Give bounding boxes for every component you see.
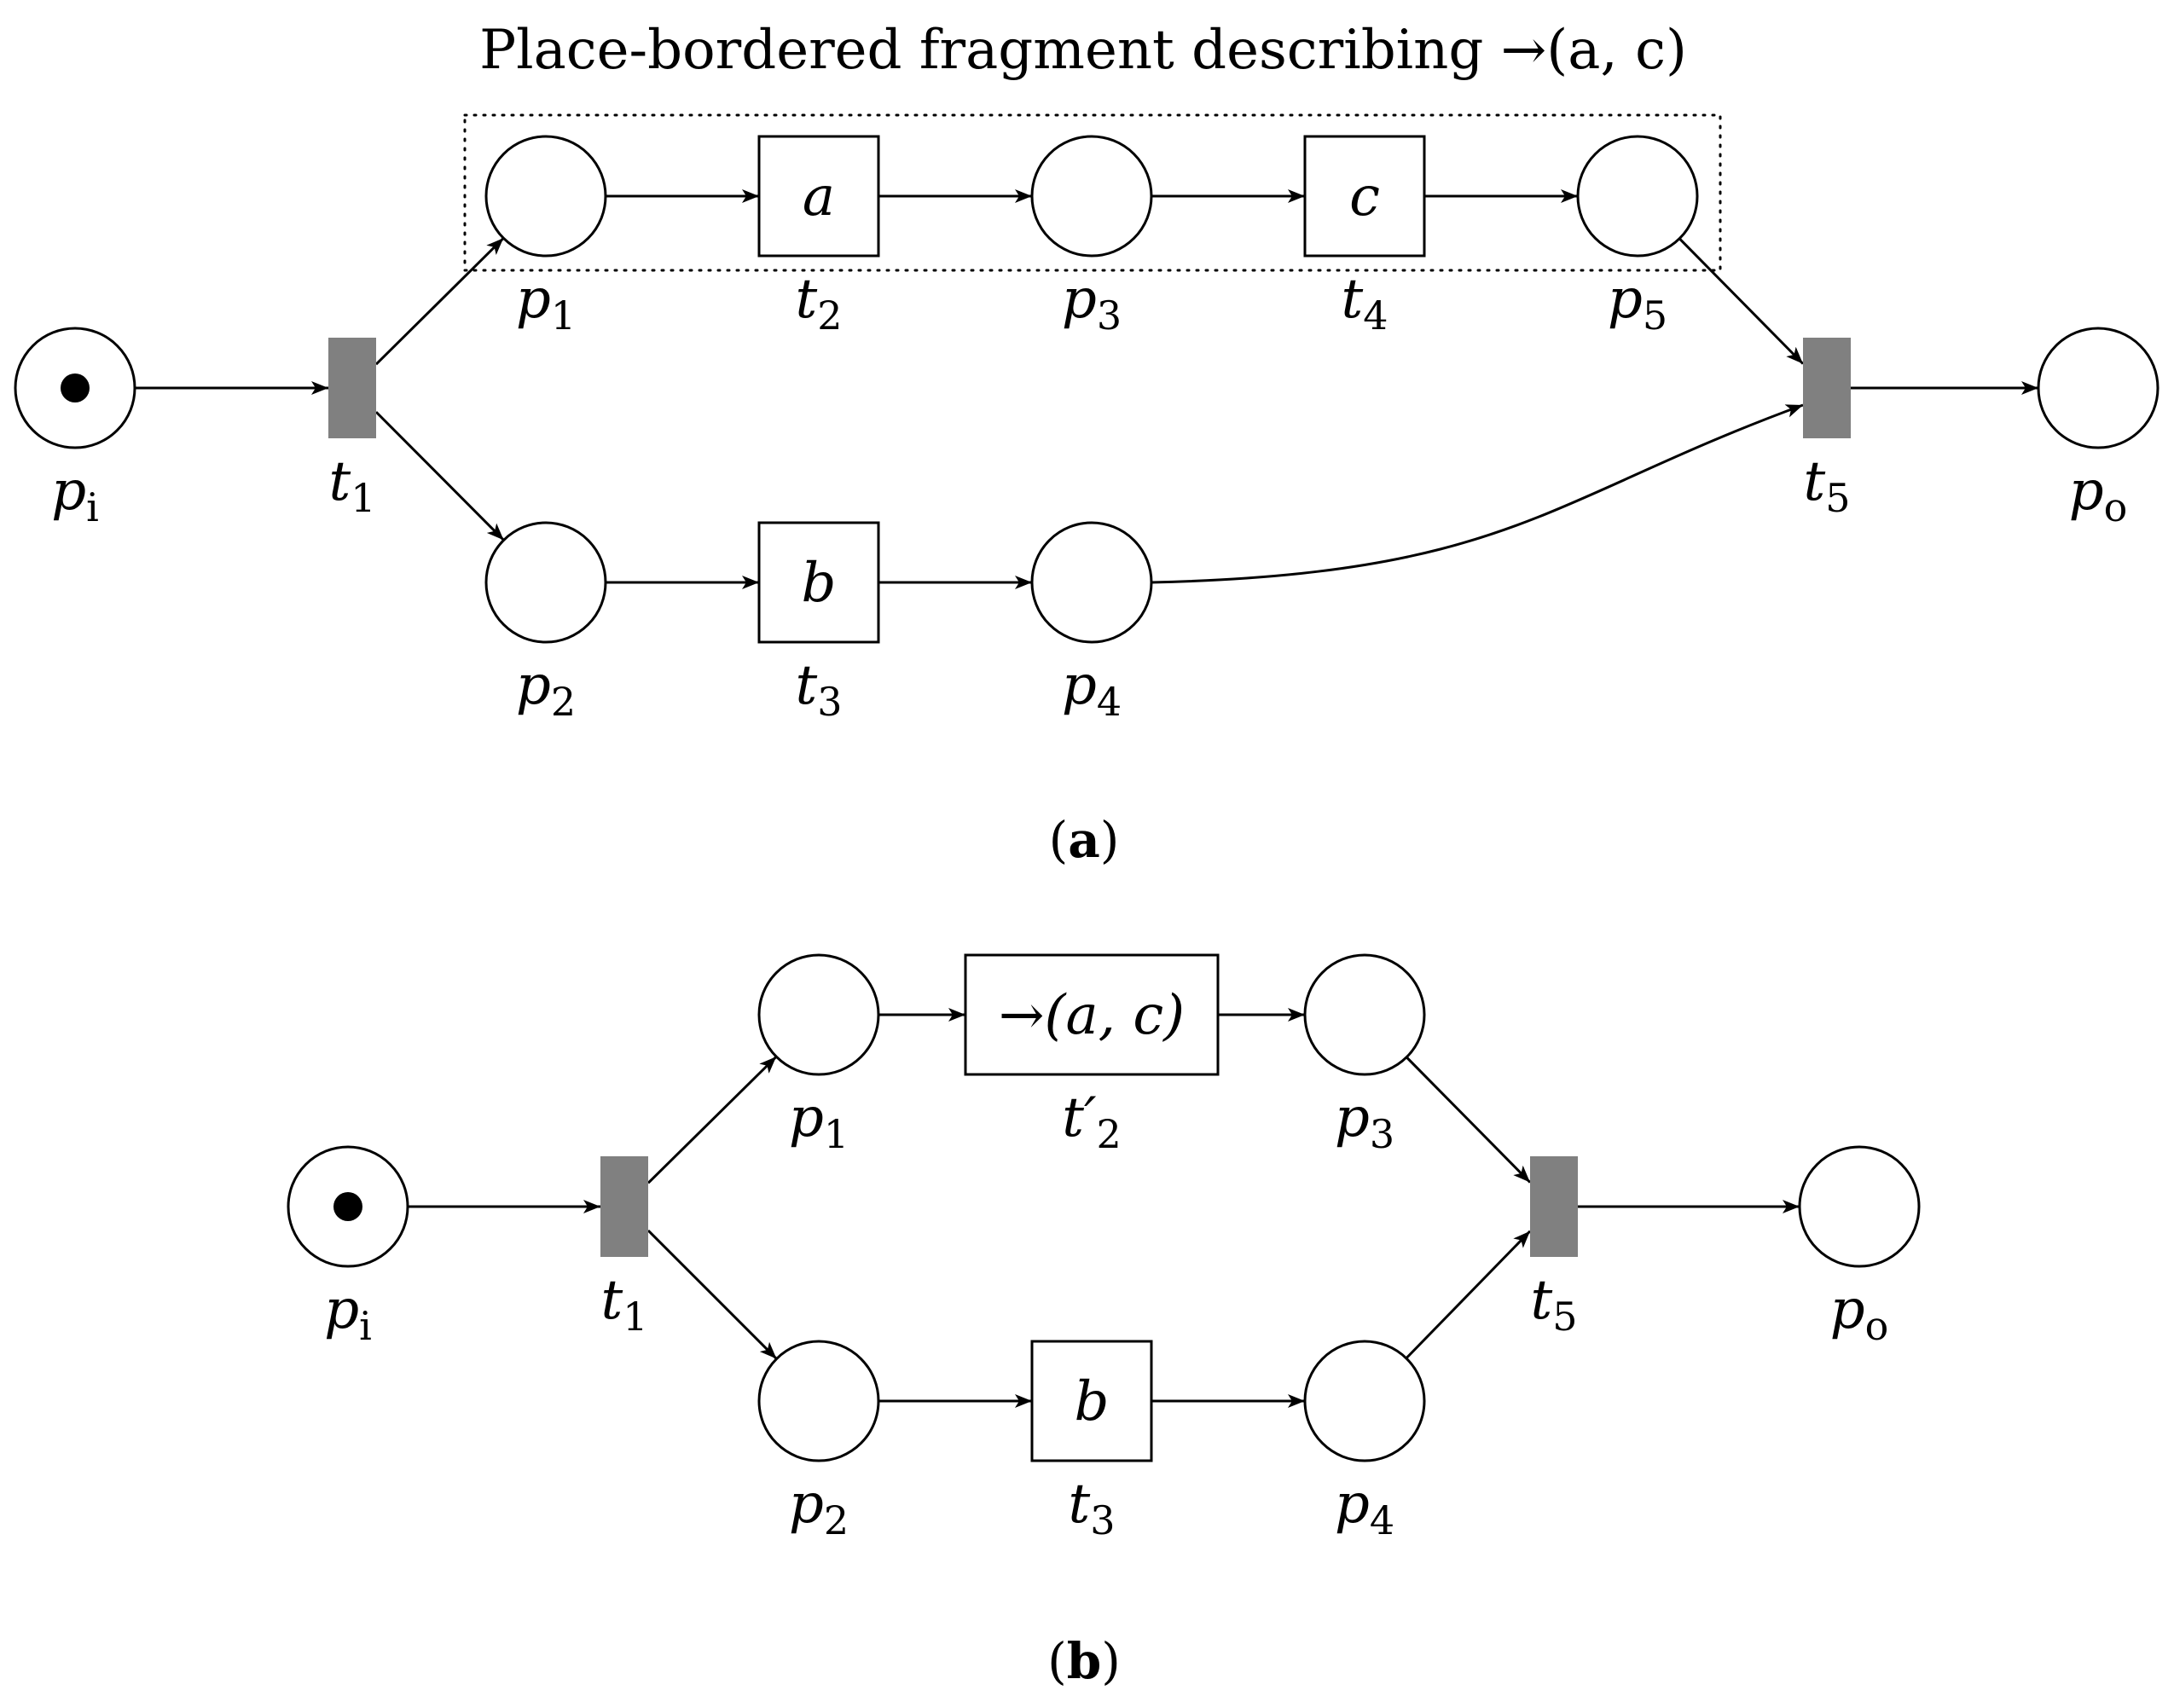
place-circle [484, 135, 607, 258]
place-circle [1303, 1340, 1426, 1462]
activity-label: b [1075, 1370, 1110, 1433]
activity-transition-box [757, 135, 880, 258]
place-label-p4: p4 [1335, 1473, 1394, 1543]
arcs [408, 1008, 1800, 1408]
arc-p3-t5 [1406, 1056, 1532, 1184]
activity-transition-box [964, 953, 1220, 1076]
place-label-p3: p3 [1335, 1086, 1394, 1157]
arc-p5-t5 [1678, 237, 1805, 365]
activity-label: a [803, 165, 835, 229]
place-p2: p2 [484, 521, 607, 725]
place-p1: p1 [484, 135, 607, 339]
activity-label: c [1349, 165, 1380, 229]
arc-t1-p1 [374, 237, 505, 366]
place-label-pi: pi [324, 1278, 372, 1349]
arcs [135, 189, 2038, 589]
place-p4: p4 [1303, 1340, 1426, 1543]
fragment-border [463, 113, 1722, 272]
transition-t4: c t4 [1303, 135, 1426, 339]
place-label-p4: p4 [1062, 654, 1122, 725]
activity-transition-box [1303, 135, 1426, 258]
place-p2: p2 [757, 1340, 880, 1543]
place-p5: p5 [1576, 135, 1699, 339]
panel-a: pi p1 p2 p3 p4 p5 po t1 a t2 b t3 c t4 t5 [14, 135, 2160, 725]
final-place-circle [1798, 1145, 1921, 1268]
caption-a-close: ) [1100, 811, 1120, 869]
arc-t1-p2 [374, 411, 505, 541]
place-p3: p3 [1030, 135, 1153, 339]
place-p4: p4 [1030, 521, 1153, 725]
arc-p4-t5 [1405, 1230, 1532, 1359]
activity-transition-box [1030, 1340, 1153, 1462]
activity-label: →(a, c) [999, 984, 1185, 1047]
place-circle [757, 1340, 880, 1462]
arc-t1-p2 [646, 1229, 778, 1360]
place-label-pi: pi [51, 460, 99, 530]
caption-b-close: ) [1101, 1632, 1121, 1690]
place-pi: pi [14, 327, 136, 530]
transition-label-t2p: t′2 [1062, 1086, 1122, 1157]
caption-b: (b) [1047, 1632, 1121, 1690]
caption-a-open: ( [1049, 811, 1069, 869]
place-label-p1: p1 [516, 268, 576, 339]
transition-label-t5: t5 [1804, 450, 1851, 521]
transition-t5: t5 [1530, 1156, 1578, 1340]
transition-label-t3: t3 [796, 654, 843, 725]
place-p1: p1 [757, 953, 880, 1157]
arc-p4-t5 [1151, 403, 1804, 584]
transition-t1: t1 [328, 338, 376, 521]
transition-t2p: →(a, c) t′2 [964, 953, 1220, 1157]
place-circle [1030, 521, 1153, 644]
arc-t1-p1 [646, 1056, 778, 1184]
place-circle [1030, 135, 1153, 258]
caption-b-open: ( [1047, 1632, 1067, 1690]
place-po: po [1798, 1145, 1921, 1349]
caption-a-letter: a [1068, 811, 1100, 869]
place-label-po: po [2069, 460, 2128, 530]
caption-b-letter: b [1067, 1632, 1102, 1690]
silent-transition-bar [328, 338, 376, 438]
nodes: pi p1 p2 p3 p4 po t1 →(a, c) t′2 b t3 t5 [287, 953, 1921, 1543]
place-circle [484, 521, 607, 644]
place-circle [1303, 953, 1426, 1076]
caption-a: (a) [1049, 811, 1120, 869]
place-label-p2: p2 [516, 654, 576, 725]
place-pi: pi [287, 1145, 409, 1349]
place-circle [1576, 135, 1699, 258]
transition-label-t1: t1 [601, 1269, 648, 1340]
transition-label-t4: t4 [1342, 268, 1388, 339]
place-p3: p3 [1303, 953, 1426, 1157]
transition-label-t2: t2 [796, 268, 843, 339]
transition-t3: b t3 [1030, 1340, 1153, 1543]
transition-t1: t1 [600, 1156, 648, 1340]
transition-t5: t5 [1803, 338, 1851, 521]
activity-label: b [802, 552, 837, 615]
silent-transition-bar [1530, 1156, 1578, 1257]
transition-label-t5: t5 [1531, 1269, 1578, 1340]
nodes: pi p1 p2 p3 p4 p5 po t1 a t2 b t3 c t4 t5 [14, 135, 2160, 725]
figure-title: Place-bordered fragment describing →(a, … [479, 19, 1687, 82]
place-po: po [2037, 327, 2160, 530]
silent-transition-bar [600, 1156, 648, 1257]
place-circle [757, 953, 880, 1076]
transition-t3: b t3 [757, 521, 880, 725]
token-dot [61, 373, 90, 402]
transition-t2: a t2 [757, 135, 880, 339]
activity-transition-box [757, 521, 880, 644]
place-label-p1: p1 [789, 1086, 849, 1157]
silent-transition-bar [1803, 338, 1851, 438]
place-label-p2: p2 [789, 1473, 849, 1543]
place-label-po: po [1830, 1278, 1889, 1349]
transition-label-t1: t1 [329, 450, 376, 521]
place-label-p3: p3 [1062, 268, 1122, 339]
token-dot [333, 1192, 362, 1221]
final-place-circle [2037, 327, 2160, 449]
transition-label-t3: t3 [1069, 1473, 1116, 1543]
place-label-p5: p5 [1608, 268, 1667, 339]
panel-b: pi p1 p2 p3 p4 po t1 →(a, c) t′2 b t3 t5 [287, 953, 1921, 1543]
